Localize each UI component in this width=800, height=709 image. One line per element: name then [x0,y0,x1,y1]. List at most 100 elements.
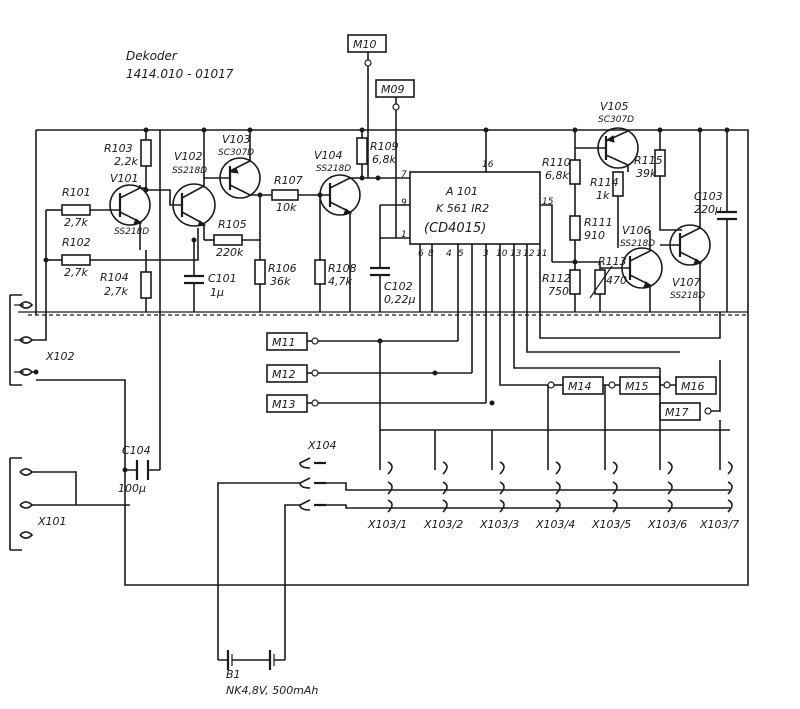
connector-x101: X101 [9,457,130,551]
r113-ref: R113 [598,255,627,268]
m15-label: M15 [625,380,649,393]
v103-ref: V103 [222,133,251,146]
resistor-r101: R101 2,7k [46,186,108,229]
testpoint-m10: M10 [347,34,387,178]
r105-ref: R105 [218,218,247,231]
c103-value: 220µ [694,203,722,216]
x104-label: X104 [307,439,337,452]
c102-value: 0,22µ [384,293,416,306]
pin-10: 10 [496,249,508,259]
title-line1: Dekoder [126,49,178,63]
r102-value: 2,7k [64,266,88,279]
r103-value: 2,2k [114,155,138,168]
transistor-v103: V103 SC307D [204,130,272,199]
resistor-r102: R102 2,7k [46,228,199,279]
m16-label: M16 [681,380,705,393]
transistor-v104: V104 SS218D [314,149,378,312]
r113-value: 470 [606,274,627,287]
transistor-v102: V102 SS218D [146,130,216,240]
c104-value: 100µ [118,482,146,495]
v104-type: SS218D [316,164,351,174]
resistor-r114: R114 1k [590,171,624,248]
pin-16: 16 [482,160,494,170]
testpoint-m16: M16 [660,376,717,395]
r103-ref: R103 [104,142,133,155]
r111-value: 910 [584,229,605,242]
m17-label: M17 [665,406,689,419]
transistor-v101: V101 SS218D [108,172,151,250]
pin-1: 1 [401,230,407,240]
r109-ref: R109 [370,140,399,153]
junction-dots [33,127,730,473]
pin-9: 9 [401,198,407,208]
pin-4: 4 [446,249,452,259]
m13-label: M13 [272,398,296,411]
r101-value: 2,7k [64,216,88,229]
v107-type: SS218D [670,291,705,301]
c103-ref: C103 [694,190,723,203]
x103-1-label: X103/1 [367,518,407,531]
x103-4-label: X103/4 [535,518,575,531]
testpoint-m17: M17 [659,360,721,421]
r110-value: 6,8k [545,169,569,182]
x103-7-label: X103/7 [699,518,739,531]
ic-ref: A 101 [445,185,478,198]
connector-x104: X104 [217,439,370,660]
v101-ref: V101 [110,172,139,185]
battery-b1: B1 NK4,8V, 500mAh [218,650,318,697]
m09-label: M09 [381,83,405,96]
pin-15: 15 [542,197,554,207]
v106-type: SS218D [620,239,655,249]
capacitor-c101: C101 1µ [184,240,237,312]
r115-value: 39k [636,167,657,180]
ic-alt: (CD4015) [424,221,486,236]
capacitor-c104: C104 100µ [118,130,161,495]
r104-ref: R104 [100,271,129,284]
r106-ref: R106 [268,262,297,275]
c104-ref: C104 [122,444,151,457]
resistor-r107: R107 10k [271,174,320,214]
transistor-v105: V105 SC307D [575,100,639,172]
ic-output-wiring [457,300,721,403]
r111-ref: R111 [584,216,613,229]
pin-6: 6 [418,249,424,259]
v104-ref: V104 [314,149,343,162]
v105-type: SC307D [598,115,634,125]
resistor-r110: R110 6,8k [542,130,581,216]
c102-ref: C102 [384,280,413,293]
supply-rails [18,129,749,586]
pin-11: 11 [536,249,547,259]
capacitor-c102: C102 0,22µ [370,205,416,312]
v101-type: SS218D [114,227,149,237]
pin-12: 12 [523,249,535,259]
resistor-r103: R103 2,2k [104,130,152,190]
testpoint-m11: M11 [266,332,458,351]
pin-5: 5 [458,249,464,259]
x103-3-label: X103/3 [479,518,519,531]
pin-7: 7 [401,170,407,180]
resistor-r115: R115 39k [634,130,682,231]
v105-ref: V105 [600,100,629,113]
m10-label: M10 [353,38,377,51]
r104-value: 2,7k [104,285,128,298]
m11-label: M11 [272,336,296,349]
m14-label: M14 [568,380,592,393]
testpoint-m12: M12 [266,364,472,383]
r112-value: 750 [548,285,569,298]
ic-a101: A 101 K 561 IR2 (CD4015) 16 7 9 1 15 6 8… [378,130,554,312]
ic-type: K 561 IR2 [436,202,489,215]
resistor-r104: R104 2,7k [100,250,152,312]
r107-ref: R107 [274,174,303,187]
r115-ref: R115 [634,154,663,167]
r114-ref: R114 [590,176,619,189]
c101-ref: C101 [208,272,237,285]
r108-value: 4,7k [328,275,352,288]
testpoint-m09: M09 [375,79,415,238]
r112-ref: R112 [542,272,571,285]
resistor-r109: R109 6,8k [356,130,399,178]
testpoint-m13: M13 [266,394,486,413]
testpoint-m15: M15 [603,376,661,395]
v103-type: SC307D [218,148,254,158]
resistor-r113: R113 470 [589,255,627,312]
